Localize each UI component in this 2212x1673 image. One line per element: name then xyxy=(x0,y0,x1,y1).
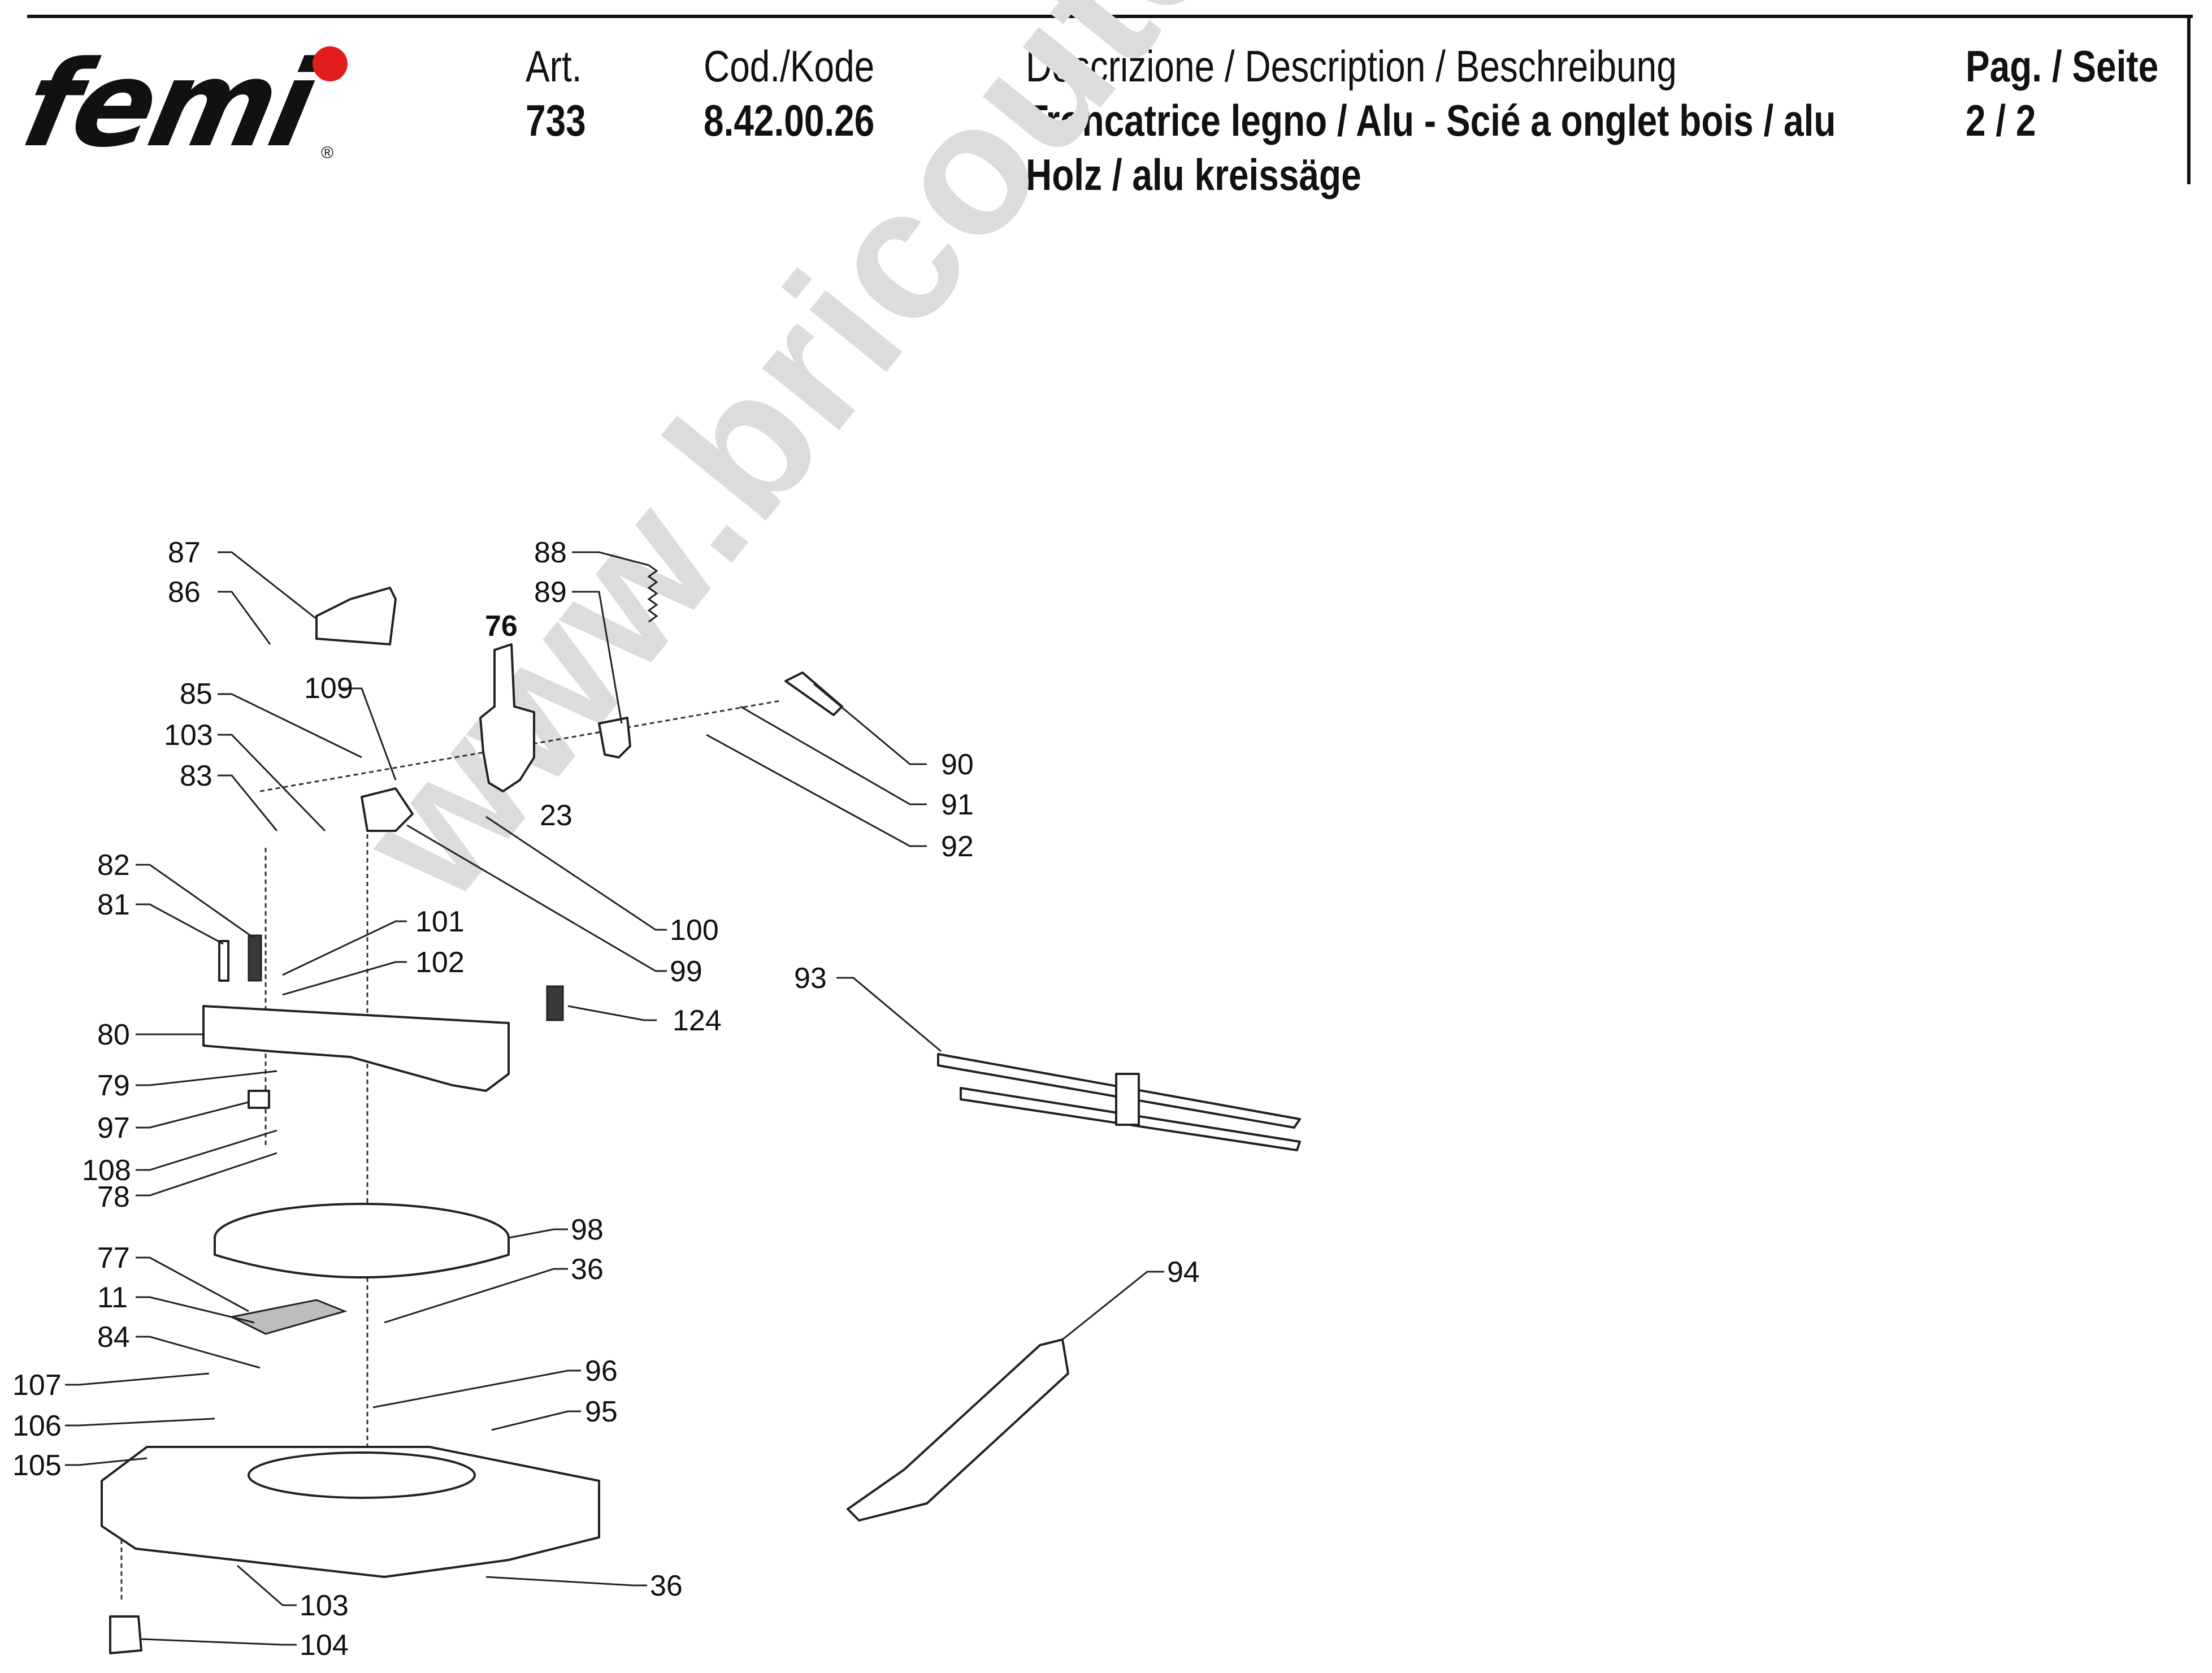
callout-87: 87 xyxy=(168,536,201,569)
callout-88: 88 xyxy=(534,536,567,569)
part-93-stop-block xyxy=(1115,1073,1140,1126)
callout-92: 92 xyxy=(941,830,974,863)
callout-105: 105 xyxy=(12,1449,62,1482)
callout-83: 83 xyxy=(180,760,212,792)
callout-leaders xyxy=(65,551,1164,1646)
callout-107: 107 xyxy=(12,1369,62,1402)
part-105-base xyxy=(101,1446,600,1578)
part-104-foot xyxy=(109,1615,142,1654)
femi-logo: femi ® xyxy=(12,35,348,174)
callout-96: 96 xyxy=(585,1355,618,1388)
callout-11: 11 xyxy=(97,1281,128,1314)
callout-80: 80 xyxy=(97,1018,130,1051)
part-97-nut xyxy=(248,1090,270,1109)
art-value: 733 xyxy=(526,96,586,145)
part-98-turntable-rim xyxy=(214,1238,510,1278)
code-label: Cod./Kode xyxy=(704,41,875,91)
callout-109: 109 xyxy=(304,672,353,705)
callout-97: 97 xyxy=(97,1112,130,1145)
callout-94: 94 xyxy=(1167,1256,1200,1289)
header-right-rule xyxy=(2187,15,2191,184)
callout-76: 76 xyxy=(485,610,518,643)
callout-79: 79 xyxy=(97,1069,130,1102)
callout-77: 77 xyxy=(97,1242,130,1275)
callout-36-upper: 36 xyxy=(571,1253,604,1286)
callout-81: 81 xyxy=(97,888,130,921)
callout-99: 99 xyxy=(670,955,702,988)
code-value: 8.42.00.26 xyxy=(704,96,875,145)
callout-102: 102 xyxy=(415,946,465,979)
callout-103-upper: 103 xyxy=(164,719,213,752)
callout-104: 104 xyxy=(300,1629,349,1662)
part-81-screw xyxy=(218,940,229,982)
part-76-lever xyxy=(479,643,535,792)
part-77-plate xyxy=(229,1299,348,1335)
part-105-base-opening xyxy=(248,1451,476,1499)
part-94-belt xyxy=(847,1338,1069,1522)
part-89-bracket xyxy=(598,717,631,759)
description-label: Descrizione / Description / Beschreibung xyxy=(1026,41,1677,91)
callout-36-lower: 36 xyxy=(650,1570,683,1602)
callout-91: 91 xyxy=(941,788,974,821)
part-88-spring xyxy=(647,564,658,623)
callout-101: 101 xyxy=(415,905,465,938)
art-label: Art. xyxy=(526,41,582,91)
callout-98: 98 xyxy=(571,1213,604,1246)
part-87-handle xyxy=(315,587,397,645)
callout-89: 89 xyxy=(534,576,567,609)
description-line-2: Holz / alu kreissäge xyxy=(1026,150,1361,200)
part-82-screw xyxy=(248,934,262,982)
callout-82: 82 xyxy=(97,849,130,882)
part-90-lock-handle xyxy=(784,671,843,716)
page-label: Pag. / Seite xyxy=(1966,41,2159,91)
header-top-rule xyxy=(27,15,2193,18)
callout-124: 124 xyxy=(673,1004,722,1037)
part-80-fence xyxy=(202,1005,510,1092)
logo-red-dot xyxy=(313,46,348,81)
callout-100: 100 xyxy=(670,914,719,947)
page-value: 2 / 2 xyxy=(1966,96,2036,145)
callout-90: 90 xyxy=(941,748,974,781)
callout-86: 86 xyxy=(168,576,201,609)
callout-78: 78 xyxy=(97,1181,130,1213)
description-line-1: Troncatrice legno / Alu - Scié a onglet … xyxy=(1026,96,1836,145)
callout-23: 23 xyxy=(540,799,572,832)
part-124-bolt xyxy=(546,985,564,1021)
registered-mark: ® xyxy=(321,144,334,162)
callout-106: 106 xyxy=(12,1410,62,1442)
callout-108: 108 xyxy=(82,1154,131,1187)
callout-103-lower: 103 xyxy=(300,1589,349,1622)
callout-93: 93 xyxy=(794,962,827,995)
callout-95: 95 xyxy=(585,1395,618,1428)
callout-84: 84 xyxy=(97,1321,130,1354)
callout-85: 85 xyxy=(180,678,212,710)
part-99-pivot-block xyxy=(361,787,414,832)
